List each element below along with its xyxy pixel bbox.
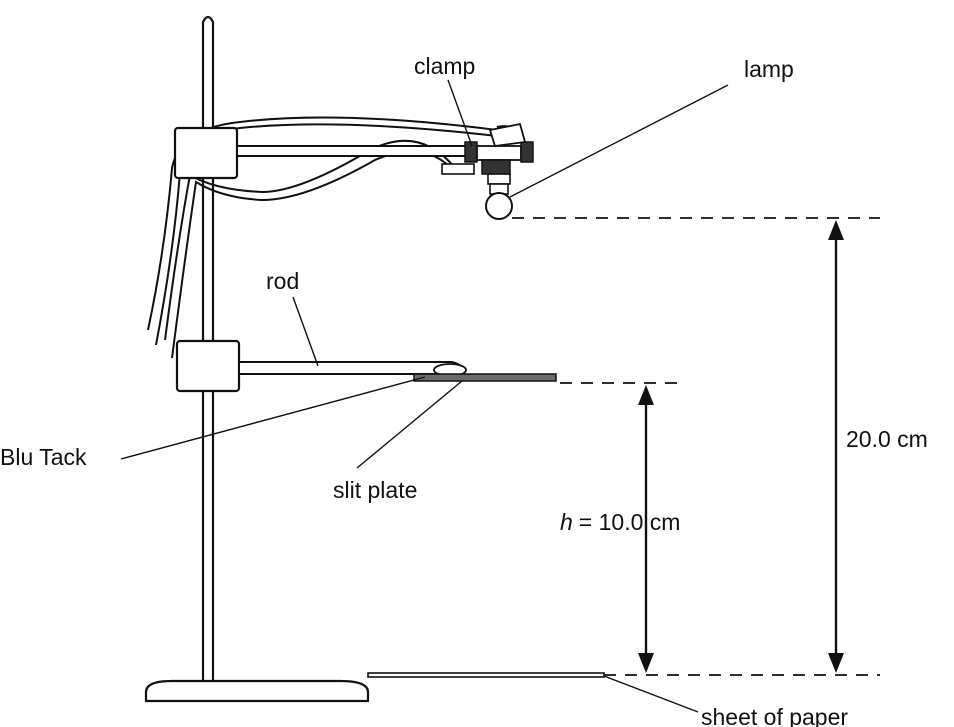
lamp-height-label: 20.0 cm	[846, 426, 928, 452]
lower-boss-clamp	[175, 339, 241, 393]
upper-arm	[236, 145, 468, 157]
lamp-label: lamp	[744, 56, 794, 82]
height-arrow-20cm	[828, 220, 844, 673]
stand-base	[144, 679, 370, 703]
lamp-clamp	[441, 122, 534, 175]
h-value: = 10.0 cm	[579, 509, 681, 535]
blu-tack-label: Blu Tack	[0, 444, 87, 470]
slit-plate-label: slit plate	[333, 477, 417, 503]
slit-plate	[413, 373, 557, 382]
h-label: h= 10.0 cm	[560, 509, 680, 535]
height-arrow-h	[638, 385, 654, 673]
sheet-of-paper	[367, 672, 605, 678]
upper-boss-clamp	[173, 126, 239, 180]
leader-lines	[120, 79, 729, 713]
clamp-label: clamp	[414, 53, 475, 79]
h-symbol: h	[560, 509, 573, 535]
dashed-reference-lines	[512, 217, 880, 676]
rod-label: rod	[266, 268, 299, 294]
paper-label: sheet of paper	[701, 704, 848, 727]
rod	[238, 361, 462, 375]
lamp	[485, 173, 513, 220]
